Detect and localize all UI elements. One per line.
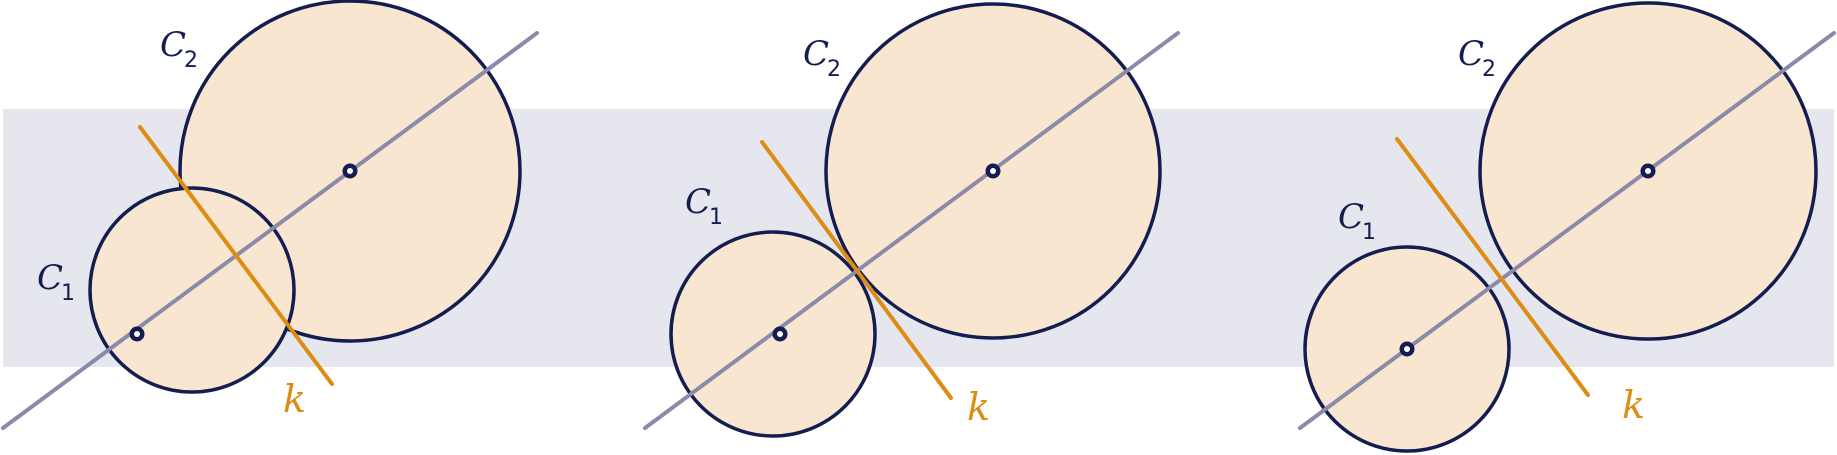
radical-axis-k xyxy=(760,140,953,400)
center-point-c2 xyxy=(985,163,1001,179)
center-line xyxy=(1298,31,1836,430)
center-point-c2 xyxy=(342,163,358,179)
label-k: k xyxy=(1622,383,1645,427)
panel-intersecting: C2 C1 k xyxy=(1,0,539,430)
panel-tangent: C2 C1 k xyxy=(643,2,1180,438)
center-line xyxy=(643,31,1180,430)
center-point-c1 xyxy=(772,326,788,342)
label-c1: C1 xyxy=(37,258,75,306)
label-c2: C2 xyxy=(1458,34,1496,82)
center-line xyxy=(1,31,539,430)
label-k: k xyxy=(967,385,990,429)
label-k: k xyxy=(283,377,306,421)
label-c2: C2 xyxy=(160,25,198,73)
center-point-c2 xyxy=(1640,163,1656,179)
center-point-c1 xyxy=(1399,341,1415,357)
center-point-c1 xyxy=(129,326,145,342)
label-c1: C1 xyxy=(685,182,723,230)
radical-axis-k xyxy=(138,125,334,386)
panel-separate: C2 C1 k xyxy=(1298,1,1836,453)
radical-axis-k xyxy=(1395,137,1590,397)
label-c2: C2 xyxy=(803,34,841,82)
label-c1: C1 xyxy=(1338,197,1376,245)
